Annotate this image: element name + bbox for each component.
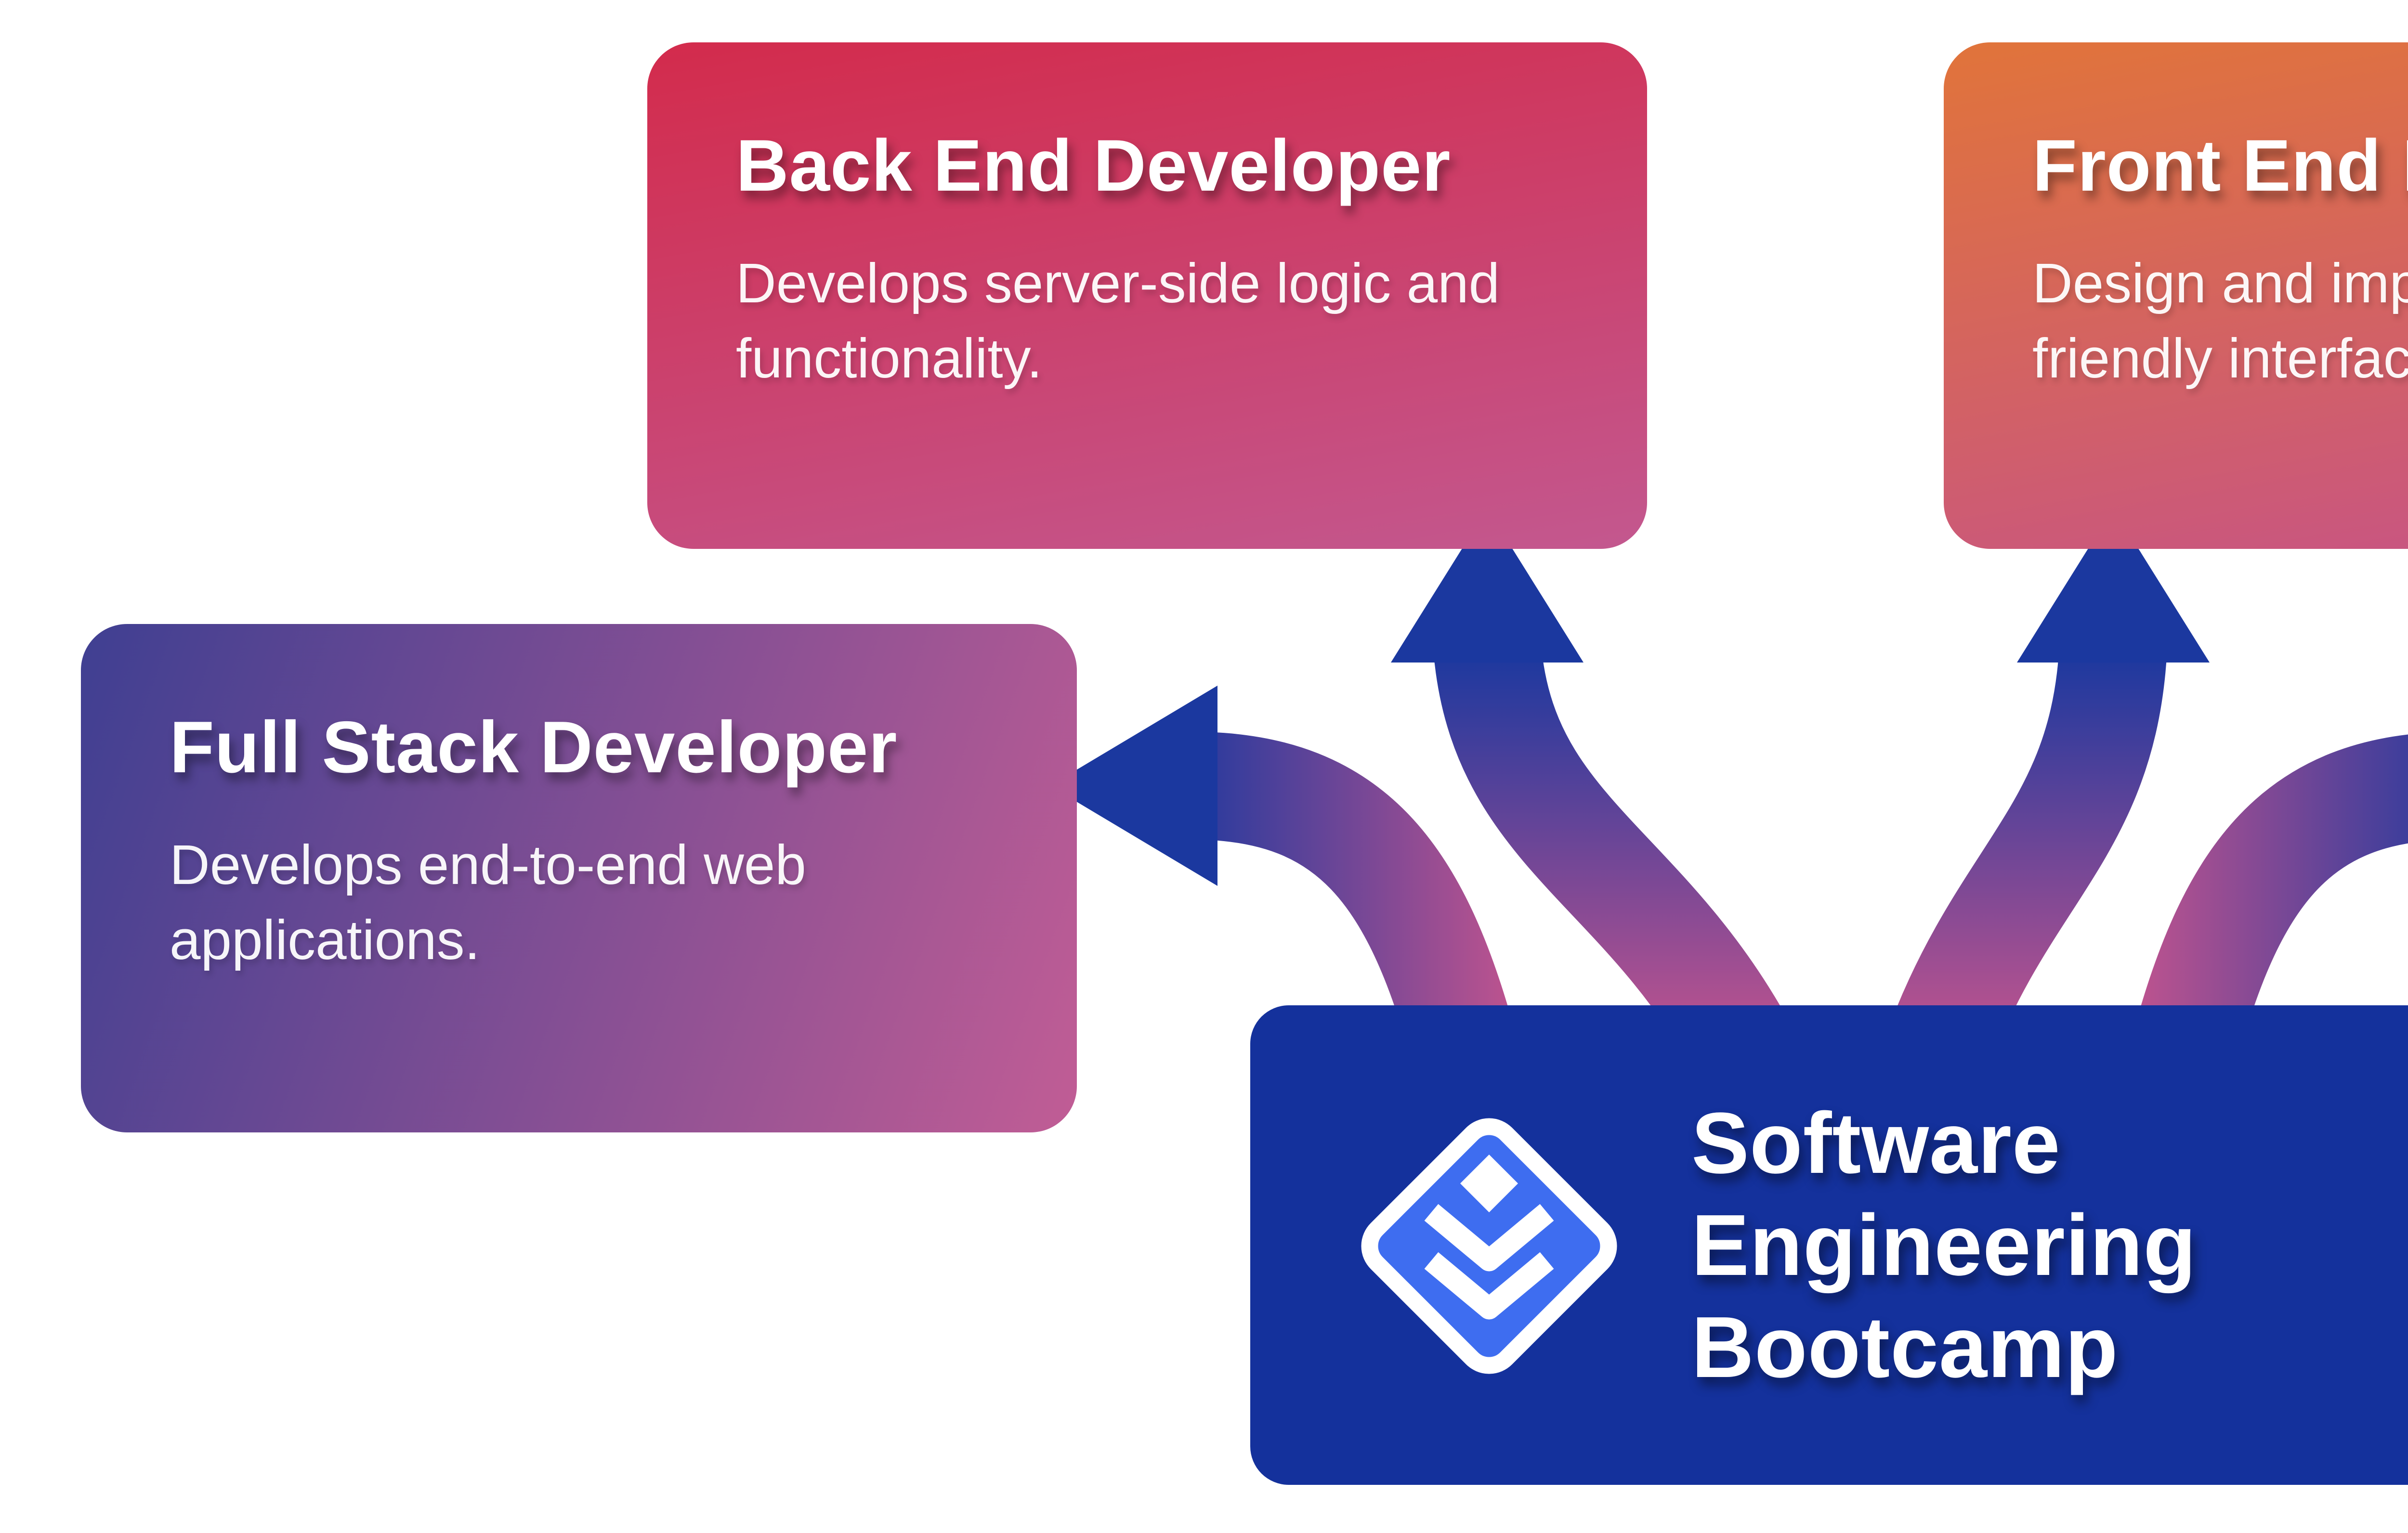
node-back-end-developer: Back End Developer Develops server-side …	[647, 42, 1647, 549]
node-full-stack-developer: Full Stack Developer Develops end-to-end…	[81, 624, 1077, 1132]
node-description: Develops end-to-end web applications.	[170, 836, 806, 973]
arrow-to-full-stack-icon	[1050, 686, 1517, 1064]
center-title: Software Engineering Bootcamp	[1691, 1093, 2197, 1397]
node-front-end-developer: Front End Developer Design and implement…	[1944, 42, 2408, 549]
node-title: Front End Developer	[2032, 127, 2408, 208]
bootcamp-diamond-logo-icon	[1361, 1117, 1617, 1373]
node-title: Back End Developer	[736, 127, 1451, 208]
node-title: Full Stack Developer	[170, 709, 898, 790]
node-description: Develops server-side logic and functiona…	[736, 254, 1500, 391]
center-node-bootcamp: Software Engineering Bootcamp	[1250, 1005, 2408, 1485]
arrow-to-front-end-icon	[1891, 508, 2210, 1060]
arrow-to-software-engineer-icon	[2132, 734, 2408, 1064]
node-description: Design and implement user-friendly inter…	[2032, 254, 2408, 391]
arrow-to-back-end-icon	[1391, 508, 1785, 1067]
